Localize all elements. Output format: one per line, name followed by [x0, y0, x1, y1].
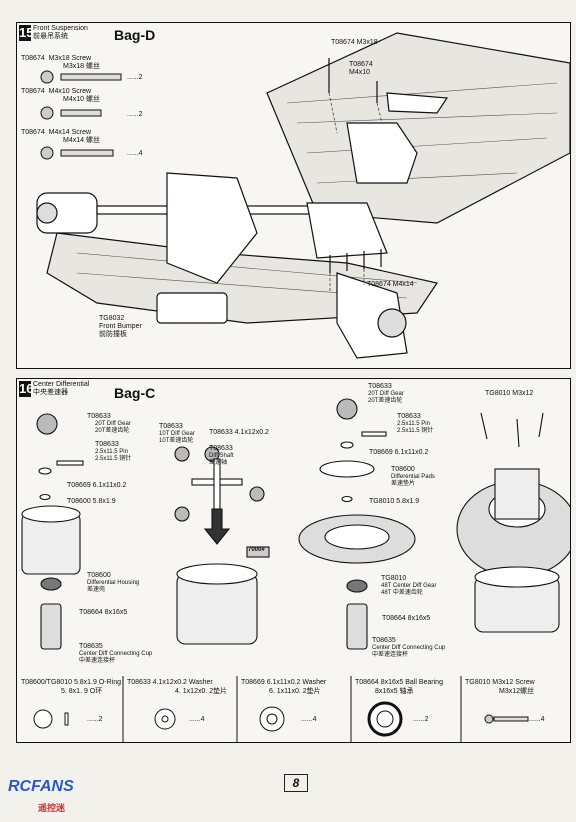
c-pads-name: Differential Pads	[391, 474, 435, 480]
c-r-bearing: T08664 8x16x5	[382, 615, 431, 622]
strip-5-cn: M3x12螺丝	[499, 688, 535, 695]
c-r-cup-name: Center Diff Connecting Cup	[372, 645, 446, 651]
strip-1-qty: ......2	[87, 716, 103, 723]
center-diff-illustration	[21, 398, 570, 650]
strip-1-cn: 5. 8x1. 9 O环	[61, 688, 103, 695]
c-housing-code: T08600	[87, 572, 111, 579]
step-title-en: Center Differential	[33, 381, 90, 388]
c-spur-code: TG8010	[381, 575, 407, 582]
part-2-qty: ......2	[127, 111, 143, 118]
c-spur-cn: 48T 中差速齿轮	[381, 590, 423, 596]
c-bearing: T08664 8x16x5	[79, 609, 128, 616]
c-pin-name: 2.5x11.5 Pin	[95, 449, 128, 455]
c-oil: 7000#	[248, 547, 265, 553]
part-1-cn: M3x18 螺丝	[63, 63, 100, 70]
callout-bottom-screws: T08674 M4x14	[367, 281, 414, 288]
strip-2-cn: 4. 1x12x0. 2垫片	[175, 688, 228, 695]
c-pads-cn: 差速垫片	[391, 481, 416, 487]
c-cup-code: T08635	[79, 643, 103, 650]
strip-3-qty: ......4	[301, 716, 317, 723]
c-r-cup-code: T08635	[372, 637, 396, 644]
strip-1-title: T08600/TG8010 5.8x1.9 O-Ring	[21, 679, 122, 686]
c-spur-name: 48T Center Diff Gear	[381, 583, 437, 589]
callout-bumper-code: TG8032	[99, 315, 125, 322]
c-diffgear-name: 20T Diff Gear	[95, 421, 131, 427]
page-number: 8	[284, 774, 308, 792]
step-16-center-differential: 16 Center Differential 中央差速器 Bag-C	[16, 378, 571, 678]
step-title-cn: 中央差速器	[33, 389, 68, 396]
strip-2-qty: ......4	[189, 716, 205, 723]
parts-strip: T08600/TG8010 5.8x1.9 O-Ring 5. 8x1. 9 O…	[16, 676, 571, 743]
part-3-title: T08674 M4x14 Screw	[21, 129, 92, 136]
step-title-en: Front Suspension	[33, 25, 88, 32]
c-pin-code: T08633	[95, 441, 119, 448]
front-suspension-illustration	[36, 32, 570, 359]
strip-4-cn: 8x16x5 轴承	[375, 688, 414, 695]
c-r-pin-cn: 2.5x11.5 铜针	[397, 428, 434, 434]
step-title: Front Suspension 前悬吊系统	[33, 25, 88, 41]
strip-4-qty: ......2	[413, 716, 429, 723]
callout-bumper-name: Front Bumper	[99, 323, 142, 330]
rcfans-logo-sub: 遥控迷	[38, 803, 66, 813]
step-title: Center Differential 中央差速器	[33, 381, 89, 397]
strip-5-title: TG8010 M3x12 Screw	[465, 679, 535, 686]
c-pads-code: T08600	[391, 466, 415, 473]
c-diffgear-cn: 20T差速齿轮	[95, 428, 130, 434]
part-1-title: T08674 M3x18 Screw	[21, 55, 92, 62]
c-diffgear-code: T08633	[87, 413, 111, 420]
part-2-cn: M4x10 螺丝	[63, 96, 100, 103]
strip-4-title: T08664 8x16x5 Ball Bearing	[355, 679, 443, 686]
c-r-pin-code: T08633	[397, 413, 421, 420]
step-title-cn: 前悬吊系统	[33, 33, 68, 40]
parts-strip-icons	[33, 676, 529, 742]
bag-label: Bag-C	[114, 385, 156, 401]
c-gear10-cn: 10T差速齿轮	[159, 438, 194, 444]
c-oring: T08600 5.8x1.9	[67, 498, 116, 505]
bag-label: Bag-D	[114, 27, 156, 43]
c-housing-cn: 差速壳	[87, 587, 106, 593]
c-r-pin-name: 2.5x11.5 Pin	[397, 421, 430, 427]
strip-2-title: T08633 4.1x12x0.2 Washer	[127, 679, 213, 686]
c-pin-cn: 2.5x11.5 铜针	[95, 456, 132, 462]
part-2-title: T08674 M4x10 Screw	[21, 88, 92, 95]
c-shaft-code: T08633	[209, 445, 233, 452]
part-1-qty: ......2	[127, 74, 143, 81]
step-number: 15	[19, 25, 34, 41]
rcfans-logo: RCFANS	[8, 778, 74, 795]
c-gear10-code: T08633	[159, 423, 183, 430]
callout-mid-screw-code: T08674	[349, 61, 373, 68]
strip-5-qty: ......4	[529, 716, 545, 723]
step-number: 16	[19, 381, 34, 397]
callout-bumper-cn: 前防撞板	[99, 331, 127, 338]
part-3-qty: ......4	[127, 150, 143, 157]
c-r-cup-cn: 中差速连接杯	[372, 652, 409, 658]
c-washer2: T08633 4.1x12x0.2	[209, 429, 269, 436]
c-shaft-name: Diff Shaft	[209, 453, 234, 459]
c-r-diffgear-cn: 20T差速齿轮	[368, 398, 403, 404]
c-washer: T08669 6.1x11x0.2	[67, 482, 127, 489]
c-r-diffgear-code: T08633	[368, 383, 392, 390]
strip-3-title: T08669 6.1x11x0.2 Washer	[241, 679, 327, 686]
c-cup-name: Center Diff Connecting Cup	[79, 651, 153, 657]
c-r-diffgear-name: 20T Diff Gear	[368, 391, 404, 397]
callout-mid-screw-size: M4x10	[349, 69, 371, 76]
step-15-front-suspension: 15 Front Suspension 前悬吊系统 Bag-D T08674 M…	[16, 22, 571, 369]
c-r-washer: T08669 6.1x11x0.2	[369, 449, 429, 456]
c-housing-name: Differential Housing	[87, 580, 140, 586]
strip-3-cn: 6. 1x11x0. 2垫片	[269, 688, 321, 695]
c-r-oring: TG8010 5.8x1.9	[369, 498, 420, 505]
c-cup-cn: 中差速连接杯	[79, 658, 116, 664]
callout-top-screw: T08674 M3x18	[331, 39, 378, 46]
c-gear10-name: 10T Diff Gear	[159, 431, 195, 437]
c-screw: TG8010 M3x12	[485, 390, 534, 397]
part-3-cn: M4x14 螺丝	[63, 137, 100, 144]
c-shaft-cn: 差速轴	[209, 460, 228, 466]
